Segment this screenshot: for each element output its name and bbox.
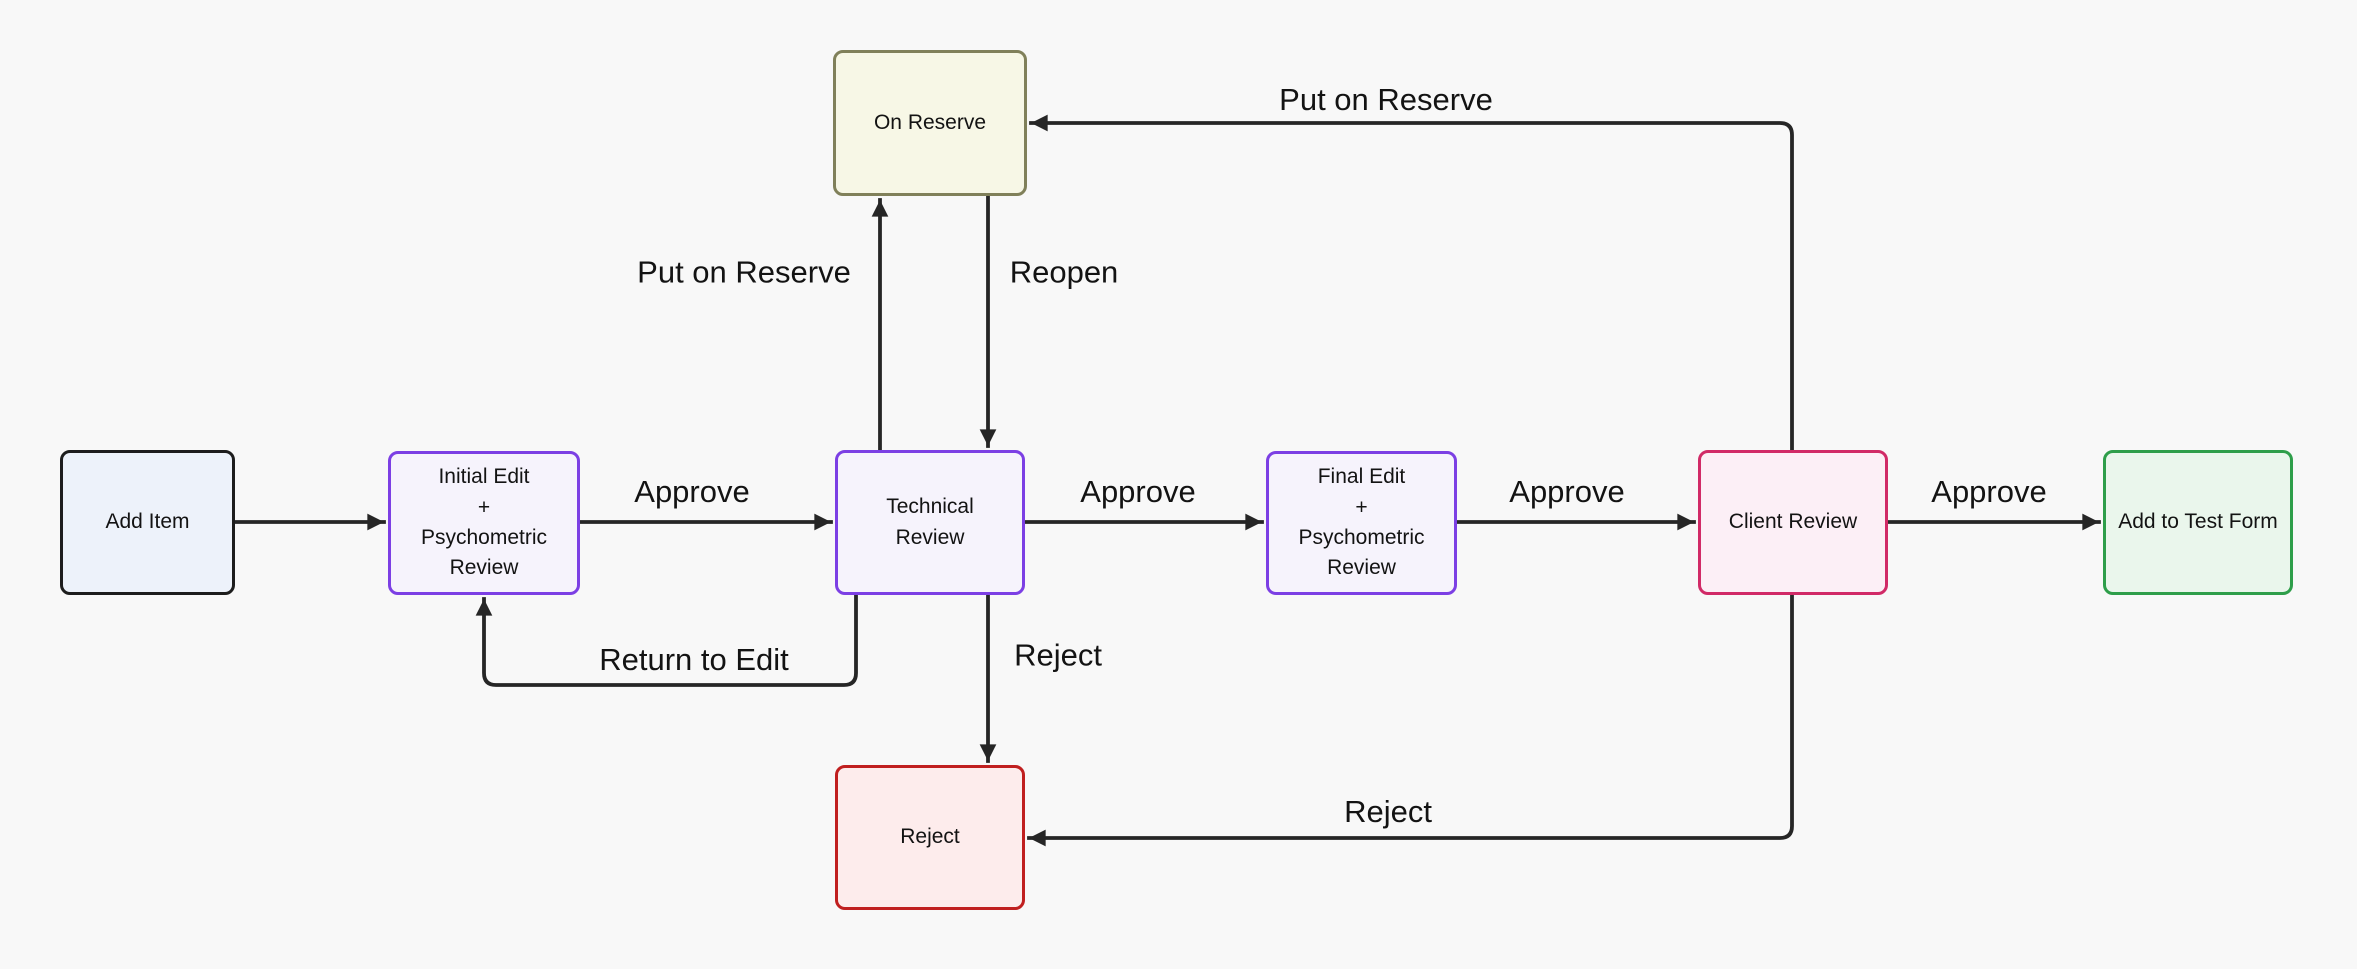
node-label-reject: Reject (900, 825, 960, 849)
edge-label-technical-to-initial: Return to Edit (599, 641, 789, 677)
node-label-on-reserve: On Reserve (873, 110, 987, 134)
edge-label-client-to-reject: Reject (1344, 793, 1432, 829)
edge-label-final-to-client: Approve (1509, 473, 1625, 509)
edge-label-technical-to-reserve: Put on Reserve (637, 254, 851, 290)
edge-label-technical-to-final: Approve (1080, 473, 1196, 509)
node-client-review: Client Review (1698, 450, 1888, 595)
node-add-item: Add Item (60, 450, 235, 595)
node-label-client-review: Client Review (1728, 510, 1858, 534)
node-reject: Reject (835, 765, 1025, 910)
node-label-add-to-test-form: Add to Test Form (2118, 510, 2278, 534)
edge-label-client-to-testform: Approve (1931, 473, 2047, 509)
edge-label-initial-to-technical: Approve (634, 473, 750, 509)
edge-client-to-reserve (1029, 114, 1794, 452)
node-on-reserve: On Reserve (833, 50, 1027, 196)
node-add-to-test-form: Add to Test Form (2103, 450, 2293, 595)
edge-label-client-to-reserve: Put on Reserve (1279, 81, 1493, 117)
node-label-add-item: Add Item (105, 510, 190, 534)
edge-label-reserve-to-technical: Reopen (1009, 254, 1119, 290)
edge-label-technical-to-reject: Reject (1014, 637, 1102, 673)
